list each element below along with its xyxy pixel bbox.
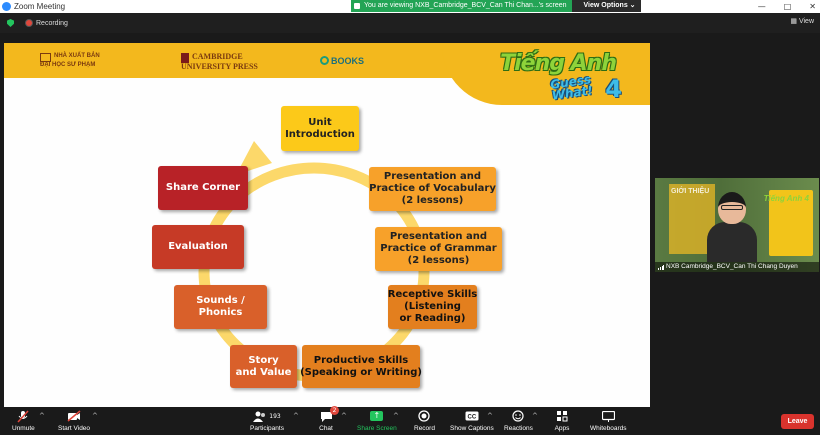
cambridge-crest-icon (181, 53, 189, 63)
minimize-button[interactable]: — (757, 2, 766, 11)
view-options-button[interactable]: View Options ⌄ (571, 0, 641, 12)
reactions-caret-icon[interactable]: ^ (532, 412, 538, 420)
reactions-smiley-icon (509, 409, 527, 423)
cycle-step-phonics: Sounds / Phonics (174, 285, 267, 329)
cycle-step-vocabulary: Presentation and Practice of Vocabulary … (369, 167, 496, 211)
microphone-muted-icon (14, 409, 32, 423)
audio-options-caret-icon[interactable]: ^ (39, 412, 45, 420)
zoom-app-icon (2, 2, 11, 11)
view-label: View (798, 18, 814, 25)
cycle-step-productive-skills: Productive Skills (Speaking or Writing) (300, 345, 422, 388)
cycle-step-evaluation: Evaluation (152, 225, 244, 269)
chat-icon: 2 (317, 406, 339, 423)
held-book-title: Tiếng Anh 4 (764, 194, 809, 203)
meeting-status-bar: Recording ▦ View (0, 13, 820, 33)
chat-label: Chat (319, 425, 333, 432)
shared-slide: NHÀ XUẤT BẢN ĐẠI HỌC SƯ PHẠM CAMBRIDGE U… (4, 43, 650, 407)
participants-caret-icon[interactable]: ^ (293, 412, 299, 420)
ebooks-text: BOOKS (331, 56, 365, 66)
svg-text:CC: CC (467, 415, 476, 421)
participant-name: NXB Cambridge_BCV_Can Thi Chang Duyen (655, 262, 819, 272)
maximize-button[interactable]: □ (783, 2, 792, 11)
cambridge-text: CAMBRIDGE UNIVERSITY PRESS (181, 52, 258, 71)
apps-label: Apps (554, 425, 570, 432)
unmute-button[interactable]: Unmute (12, 409, 35, 432)
security-shield-icon[interactable] (7, 19, 14, 27)
brand-title: Tiếng Anh (500, 51, 617, 76)
brand-grade-number: 4 (605, 75, 622, 103)
leave-button[interactable]: Leave (781, 414, 814, 429)
chat-button[interactable]: 2 Chat (317, 406, 339, 432)
unmute-label: Unmute (12, 425, 35, 432)
share-message-text: You are viewing NXB_Cambridge_BCV_Can Th… (364, 2, 567, 9)
participants-label: Participants (250, 425, 284, 432)
person-head (718, 192, 746, 224)
record-button[interactable]: Record (414, 409, 435, 432)
ebooks-mark-icon (320, 56, 329, 65)
share-options-caret-icon[interactable]: ^ (393, 412, 399, 420)
held-book-number: 4 (804, 194, 809, 203)
video-off-icon (65, 409, 83, 423)
record-label: Record (414, 425, 435, 432)
person-body (707, 222, 757, 262)
signal-strength-icon (658, 265, 664, 270)
show-captions-label: Show Captions (450, 425, 494, 432)
meeting-toolbar: Unmute ^ Start Video ^ 193 Participants … (0, 406, 820, 435)
share-banner: You are viewing NXB_Cambridge_BCV_Can Th… (351, 0, 641, 12)
background-text: GIỚI THIỆU (671, 188, 710, 195)
share-screen-label: Share Screen (357, 425, 397, 432)
cycle-step-receptive-skills: Receptive Skills (Listening or Reading) (388, 285, 477, 329)
reactions-button[interactable]: Reactions (504, 409, 533, 432)
person-glasses (721, 205, 743, 210)
whiteboards-button[interactable]: Whiteboards (590, 409, 627, 432)
whiteboard-icon (599, 409, 617, 423)
captions-caret-icon[interactable]: ^ (487, 412, 493, 420)
cambridge-logo: CAMBRIDGE UNIVERSITY PRESS (181, 53, 258, 71)
ebooks-logo: BOOKS (320, 56, 365, 66)
show-captions-button[interactable]: CC Show Captions (450, 409, 494, 432)
captions-icon: CC (463, 409, 481, 423)
cycle-step-share-corner: Share Corner (158, 166, 248, 210)
participants-button[interactable]: 193 Participants (250, 409, 284, 432)
recording-icon (26, 20, 32, 26)
chat-unread-badge: 2 (330, 406, 339, 415)
record-icon (415, 409, 433, 423)
cycle-step-unit-introduction: Unit Introduction (281, 106, 359, 151)
share-message: You are viewing NXB_Cambridge_BCV_Can Th… (351, 0, 572, 12)
recording-label: Recording (36, 19, 68, 27)
participants-count: 193 (269, 412, 281, 420)
start-video-label: Start Video (58, 425, 91, 432)
video-options-caret-icon[interactable]: ^ (92, 412, 98, 420)
participants-icon: 193 (252, 409, 282, 423)
apps-button[interactable]: Apps (553, 409, 571, 432)
start-video-button[interactable]: Start Video (58, 409, 90, 432)
held-book (769, 190, 813, 256)
reactions-label: Reactions (504, 425, 533, 432)
publisher-logo: NHÀ XUẤT BẢN ĐẠI HỌC SƯ PHẠM (40, 53, 100, 69)
window-controls: — □ ✕ (758, 0, 816, 13)
view-button[interactable]: ▦ View (790, 18, 814, 25)
held-book-title-text: Tiếng Anh (763, 194, 803, 203)
chat-caret-icon[interactable]: ^ (341, 412, 347, 420)
cycle-step-grammar: Presentation and Practice of Grammar (2 … (375, 227, 502, 271)
brand-badge (442, 43, 650, 105)
cycle-step-story-value: Story and Value (230, 345, 297, 388)
close-button[interactable]: ✕ (809, 2, 816, 11)
share-screen-button[interactable]: ↑ Share Screen (357, 409, 397, 432)
screen-share-icon (354, 3, 360, 9)
share-screen-icon: ↑ (368, 409, 386, 423)
participant-video-tile[interactable]: GIỚI THIỆU Tiếng Anh 4 NXB Cambridge_BCV… (655, 178, 819, 272)
apps-grid-icon (553, 409, 571, 423)
whiteboards-label: Whiteboards (590, 425, 627, 432)
publisher-text: NHÀ XUẤT BẢN ĐẠI HỌC SƯ PHẠM (40, 53, 100, 68)
participant-person (707, 192, 757, 262)
window-title: Zoom Meeting (14, 2, 66, 11)
